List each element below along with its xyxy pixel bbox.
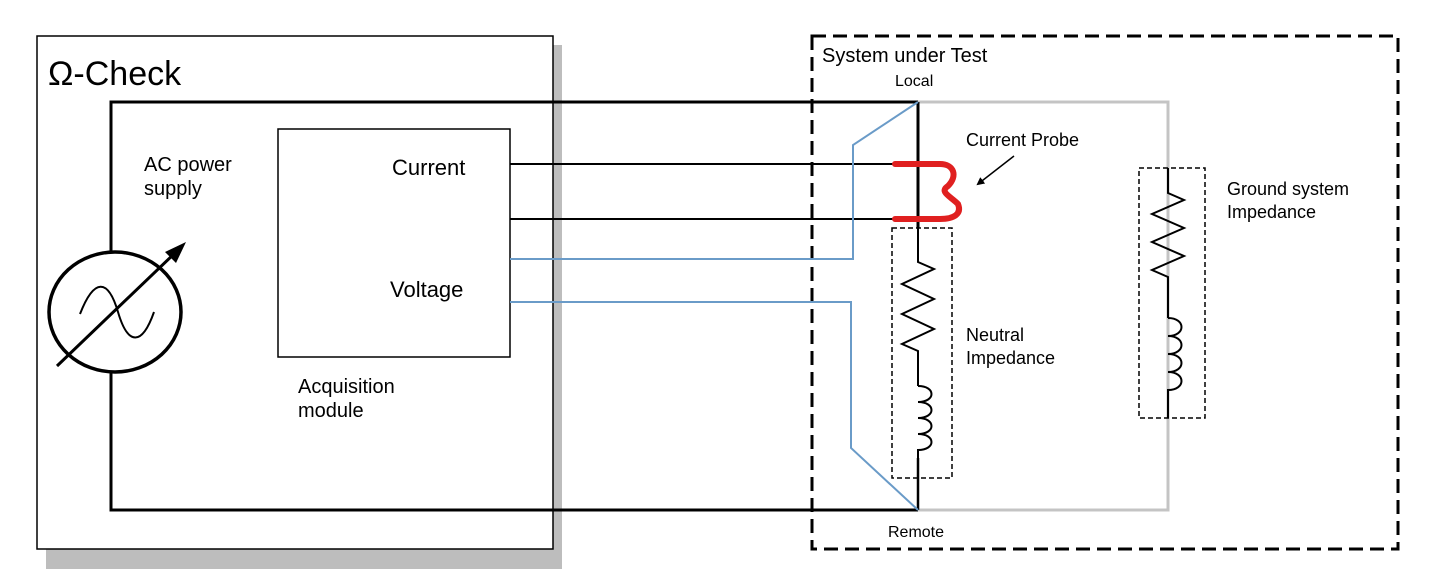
local-label: Local — [895, 73, 934, 90]
neutral-label-line1: Neutral — [966, 325, 1025, 345]
ac-supply-label: AC power supply — [144, 153, 232, 201]
voltage-label: Voltage — [390, 277, 464, 302]
probe-pointer-arrow — [976, 155, 1015, 186]
ground-label-line1: Ground system — [1227, 179, 1350, 199]
current-label: Current — [392, 155, 466, 180]
neutral-resistor-icon — [899, 228, 937, 386]
ground-impedance-label: Ground system Impedance — [1227, 178, 1349, 224]
voltage-sense-wire-remote — [510, 301, 919, 511]
ground-resistor-icon — [1149, 168, 1187, 318]
ground-label-line2: Impedance — [1227, 202, 1317, 222]
ac-power-supply-icon — [47, 242, 186, 374]
acquisition-module-box — [277, 128, 511, 358]
current-probe-icon — [892, 161, 962, 222]
acquisition-module-label: Acquisition module — [298, 375, 395, 423]
ac-supply-label-line1: AC power — [144, 154, 232, 176]
neutral-impedance-box — [891, 227, 953, 479]
system-under-test-box — [810, 34, 1400, 551]
current-probe-label: Current Probe — [966, 130, 1080, 150]
ground-inductor-icon — [1167, 317, 1183, 418]
acquisition-label-line1: Acquisition — [298, 376, 395, 398]
acquisition-label-line2: module — [298, 400, 364, 422]
ground-path-wire — [918, 100, 1170, 512]
neutral-label-line2: Impedance — [966, 348, 1056, 368]
ground-impedance-box — [1138, 167, 1206, 419]
neutral-impedance-label: Neutral Impedance — [966, 324, 1055, 370]
remote-label: Remote — [888, 524, 945, 541]
top-supply-wire — [109, 100, 918, 252]
bottom-supply-wire — [109, 372, 918, 512]
ac-supply-label-line2: supply — [144, 178, 202, 200]
omega-check-title: Ω-Check — [48, 55, 182, 93]
voltage-sense-wire-local — [510, 101, 919, 260]
neutral-inductor-icon — [917, 385, 933, 458]
system-under-test-title: System under Test — [822, 45, 988, 67]
